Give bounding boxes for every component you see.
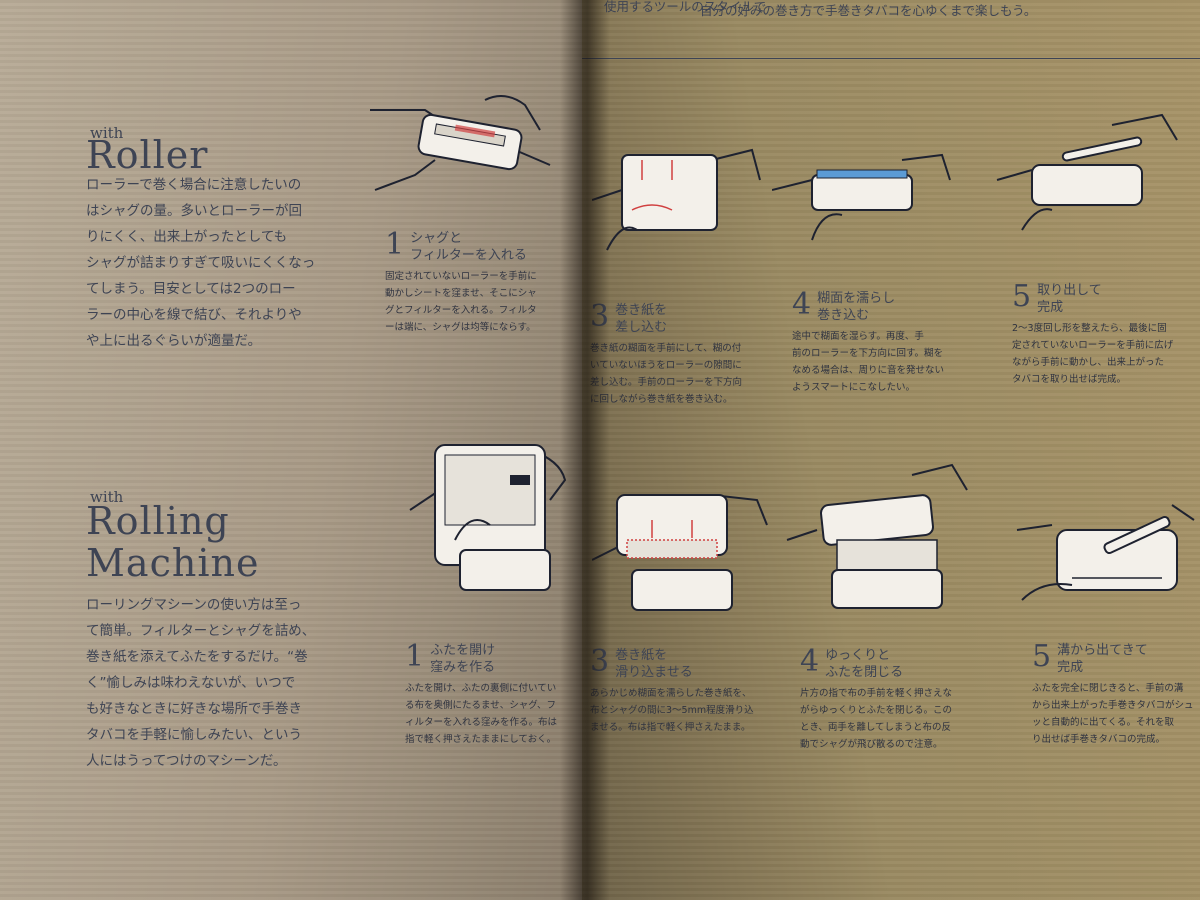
- step-description: 巻き紙の糊面を手前にして、糊の付 いていないほうをローラーの隙間に 差し込む。手…: [590, 343, 743, 405]
- step-description: 途中で糊面を湿らす。再度、手 前のローラーを下方向に回す。糊を なめる場合は、周…: [792, 331, 945, 393]
- step-description: あらかじめ糊面を濡らした巻き紙を、 布とシャグの間に3～5mm程度滑り込 ませる…: [590, 688, 754, 733]
- roller-step-3: 3 巻き紙を 差し込む 巻き紙の糊面を手前にして、糊の付 いていないほうをローラ…: [590, 300, 770, 408]
- roller-step-1: 1 シャグと フィルターを入れる 固定されていないローラーを手前に 動かしシート…: [385, 228, 565, 336]
- machine-title-line1: Rolling: [86, 499, 230, 543]
- step-number: 1: [385, 227, 405, 262]
- roller-intro: ローラーで巻く場合に注意したいの はシャグの量。多いとローラーが回 りにくく、出…: [86, 177, 316, 349]
- step-number: 5: [1012, 279, 1032, 314]
- roller-step1-illustration: [370, 95, 551, 191]
- roller-step5-illustration: [996, 113, 1178, 231]
- step-number: 4: [792, 287, 812, 322]
- machine-step-4: 4 ゆっくりと ふたを閉じる 片方の指で布の手前を軽く押さえな がらゆっくりとふ…: [800, 645, 985, 753]
- machine-with-label: with: [90, 488, 124, 506]
- step-description: ふたを完全に閉じきると、手前の溝 から出来上がった手巻きタバコがシュ ッと自動的…: [1032, 683, 1194, 745]
- machine-intro: ローリングマシーンの使い方は至っ て簡単。フィルターとシャグを詰め、 巻き紙を添…: [86, 597, 316, 769]
- step-title: シャグと フィルターを入れる: [410, 231, 527, 263]
- header-rule: [582, 58, 1200, 59]
- step-title: 溝から出てきて 完成: [1057, 643, 1148, 675]
- step-description: 片方の指で布の手前を軽く押さえな がらゆっくりとふたを閉じる。この とき、両手を…: [800, 688, 953, 750]
- step-description: ふたを開け、ふたの裏側に付いてい る布を奥側にたるませ、シャグ、フ ィルターを入…: [405, 683, 558, 745]
- machine-step-3: 3 巻き紙を 滑り込ませる あらかじめ糊面を濡らした巻き紙を、 布とシャグの間に…: [590, 645, 770, 736]
- machine-step4-illustration: [786, 463, 968, 609]
- machine-step1-illustration: [409, 444, 567, 591]
- step-title: ふたを開け 窪みを作る: [430, 643, 496, 675]
- roller-step-5: 5 取り出して 完成 2～3度回し形を整えたら、最後に固 定されていないローラー…: [1012, 280, 1197, 388]
- step-title: ゆっくりと ふたを閉じる: [825, 648, 904, 680]
- left-page: with Roller ローラーで巻く場合に注意したいの はシャグの量。多いとロ…: [0, 0, 585, 900]
- step-title: 取り出して 完成: [1037, 283, 1102, 315]
- machine-title-line2: Machine: [86, 541, 260, 585]
- machine-step5-illustration: [1016, 504, 1195, 601]
- step-description: 2～3度回し形を整えたら、最後に固 定されていないローラーを手前に広げ ながら手…: [1012, 323, 1174, 385]
- roller-step4-illustration: [772, 153, 951, 241]
- roller-with-label: with: [90, 124, 124, 142]
- step-title: 巻き紙を 滑り込ませる: [615, 648, 693, 680]
- roller-step3-illustration: [592, 148, 761, 251]
- machine-step3-illustration: [592, 494, 768, 611]
- step-number: 5: [1032, 639, 1052, 674]
- machine-step-5: 5 溝から出てきて 完成 ふたを完全に閉じきると、手前の溝 から出来上がった手巻…: [1032, 640, 1200, 748]
- roller-step-4: 4 糊面を濡らし 巻き込む 途中で糊面を湿らす。再度、手 前のローラーを下方向に…: [792, 288, 972, 396]
- step-description: 固定されていないローラーを手前に 動かしシートを窪ませ、そこにシャ グとフィルタ…: [385, 271, 537, 333]
- step-title: 糊面を濡らし 巻き込む: [817, 291, 896, 323]
- step-number: 1: [405, 639, 425, 674]
- book-gutter: [560, 0, 610, 900]
- step-title: 巻き紙を 差し込む: [615, 303, 668, 335]
- header-line-2: 自分の好みの巻き方で手巻きタバコを心ゆくまで楽しもう。: [700, 3, 1037, 18]
- header-line-1: 使用するツールのスタイルで: [604, 0, 767, 14]
- right-page: 使用するツールのスタイルで 自分の好みの巻き方で手巻きタバコを心ゆくまで楽しもう…: [582, 0, 1200, 900]
- machine-step-1: 1 ふたを開け 窪みを作る ふたを開け、ふたの裏側に付いてい る布を奥側にたるま…: [405, 640, 580, 748]
- roller-title: Roller: [86, 133, 209, 177]
- step-number: 4: [800, 644, 820, 679]
